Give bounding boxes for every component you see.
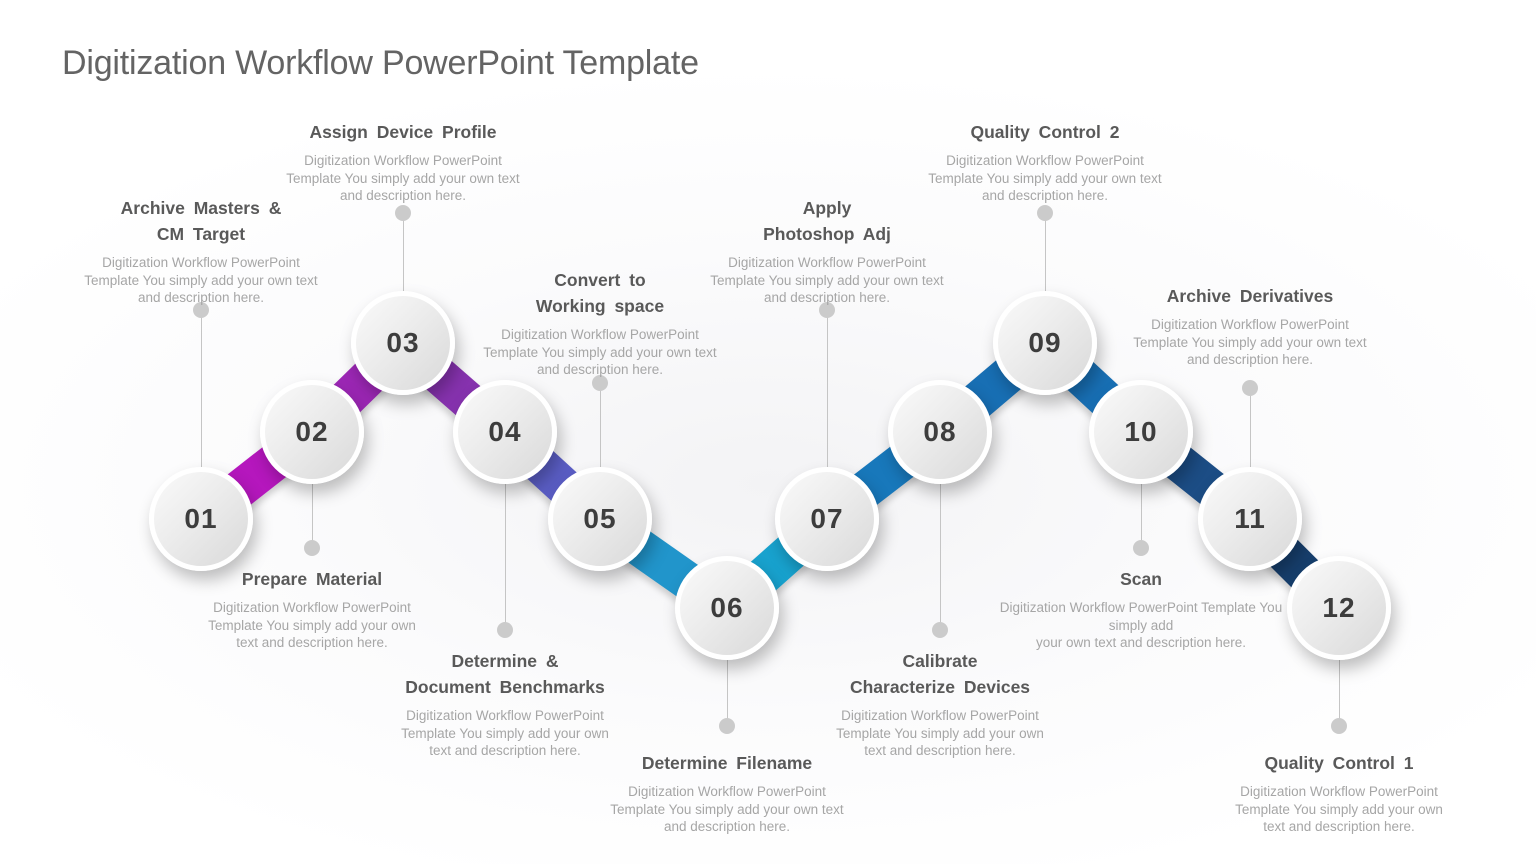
step-title: Apply Photoshop Adj — [763, 198, 891, 244]
step-number: 02 — [295, 416, 329, 447]
step-number: 04 — [488, 416, 522, 447]
step-number: 11 — [1234, 503, 1266, 534]
step-number: 08 — [923, 416, 957, 447]
step-circle: 12 — [1287, 556, 1391, 660]
connector-dot — [819, 302, 835, 318]
step-description: Digitization Workflow PowerPoint Templat… — [84, 255, 318, 305]
connector-line — [599, 383, 601, 467]
step-number: 10 — [1124, 416, 1158, 447]
slide-title: Digitization Workflow PowerPoint Templat… — [62, 44, 699, 82]
step-title: Determine & Document Benchmarks — [405, 651, 605, 697]
connector-line — [200, 310, 202, 467]
step-number: 05 — [583, 503, 617, 534]
connector-dot — [395, 205, 411, 221]
connector-line — [1338, 660, 1340, 726]
connector-line — [504, 484, 506, 630]
connector-dot — [719, 718, 735, 734]
step-number: 03 — [386, 327, 420, 358]
connector-line — [1044, 213, 1046, 291]
step-title: Archive Derivatives — [1166, 286, 1334, 306]
step-description: Digitization Workflow PowerPoint Templat… — [208, 600, 416, 650]
step-title: Determine Filename — [641, 753, 813, 773]
step-title: Quality Control 2 — [970, 122, 1120, 142]
step-circle: 03 — [351, 291, 455, 395]
step-number: 12 — [1322, 592, 1356, 623]
step-description: Digitization Workflow PowerPoint Templat… — [999, 600, 1283, 650]
connector-line — [726, 660, 728, 726]
step-number: 07 — [810, 503, 844, 534]
connector-dot — [1331, 718, 1347, 734]
connector-dot — [1242, 380, 1258, 396]
step-circle: 01 — [149, 467, 253, 571]
step-circle: 11 — [1198, 467, 1302, 571]
step-circle: 07 — [775, 467, 879, 571]
step-circle: 04 — [453, 380, 557, 484]
step-title: Archive Masters & CM Target — [120, 198, 282, 244]
connector-line — [1249, 388, 1251, 467]
connector-dot — [932, 622, 948, 638]
step-circle: 09 — [993, 291, 1097, 395]
step-description: Digitization Workflow PowerPoint Templat… — [401, 708, 609, 758]
step-label: Quality Control 1 Digitization Workflow P… — [1214, 750, 1464, 836]
connector-line — [402, 213, 404, 291]
connector-line — [939, 484, 941, 630]
step-number: 09 — [1028, 327, 1062, 358]
connector-dot — [304, 540, 320, 556]
step-label: Quality Control 2 Digitization Workflow P… — [915, 119, 1175, 205]
step-description: Digitization Workflow PowerPoint Templat… — [836, 708, 1044, 758]
step-title: Assign Device Profile — [309, 122, 497, 142]
step-title: Quality Control 1 — [1264, 753, 1414, 773]
step-description: Digitization Workflow PowerPoint Templat… — [610, 784, 844, 834]
step-circle: 02 — [260, 380, 364, 484]
step-description: Digitization Workflow PowerPoint Templat… — [1235, 784, 1443, 834]
step-title: Convert to Working space — [535, 270, 665, 316]
step-number: 01 — [184, 503, 218, 534]
step-description: Digitization Workflow PowerPoint Templat… — [1133, 317, 1367, 367]
connector-dot — [592, 375, 608, 391]
connector-dot — [497, 622, 513, 638]
connector-dot — [1037, 205, 1053, 221]
connector-line — [826, 310, 828, 467]
step-title: Calibrate Characterize Devices — [849, 651, 1031, 697]
step-circle: 05 — [548, 467, 652, 571]
connector-line — [311, 484, 313, 548]
step-description: Digitization Workflow PowerPoint Templat… — [928, 153, 1162, 203]
step-circle: 06 — [675, 556, 779, 660]
step-title: Prepare Material — [241, 569, 383, 589]
step-description: Digitization Workflow PowerPoint Templat… — [286, 153, 520, 203]
step-description: Digitization Workflow PowerPoint Templat… — [710, 255, 944, 305]
connector-dot — [1133, 540, 1149, 556]
step-circle: 10 — [1089, 380, 1193, 484]
connector-line — [1140, 484, 1142, 548]
step-circle: 08 — [888, 380, 992, 484]
connector-dot — [193, 302, 209, 318]
step-number: 06 — [710, 592, 744, 623]
step-description: Digitization Workflow PowerPoint Templat… — [483, 327, 717, 377]
step-title: Scan — [1120, 569, 1162, 589]
